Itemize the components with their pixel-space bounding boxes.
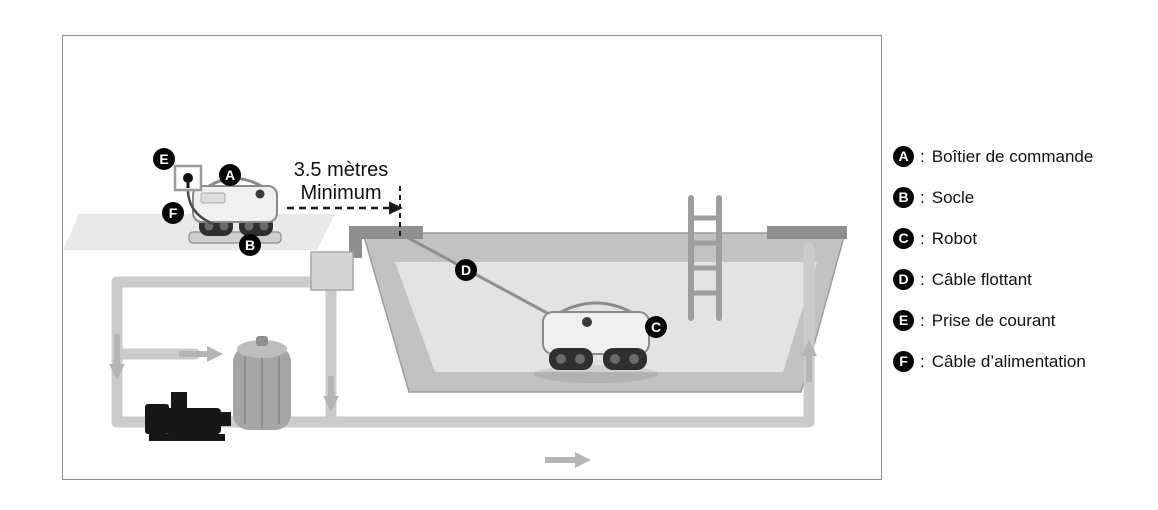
measurement-text-line2: Minimum xyxy=(300,182,381,204)
skimmer-box xyxy=(310,251,354,291)
measurement: 3.5 mètres Minimum xyxy=(287,159,403,238)
svg-text:E: E xyxy=(159,151,168,167)
legend-item-a: A : Boîtier de commande xyxy=(893,146,1155,167)
robot-in-pool xyxy=(534,301,658,383)
legend-item-d: D : Câble flottant xyxy=(893,269,1155,290)
legend-item-f: F : Câble d’alimentation xyxy=(893,351,1155,372)
legend-label-e: Prise de courant xyxy=(931,310,1056,330)
badge-B: B xyxy=(239,234,261,256)
floating-cable xyxy=(400,232,561,322)
legend-label-d: Câble flottant xyxy=(931,269,1032,289)
badge-E: E xyxy=(153,148,175,170)
flow-arrows xyxy=(109,334,817,468)
legend-label-f: Câble d’alimentation xyxy=(931,351,1086,371)
robot-on-deck xyxy=(188,177,282,244)
measurement-text-line1: 3.5 mètres xyxy=(294,159,388,181)
pool-robot-track-right xyxy=(603,348,647,370)
diagram-frame: 3.5 mètres Minimum E A F xyxy=(62,35,882,480)
pool-robot-track-left xyxy=(549,348,593,370)
plug xyxy=(183,173,193,183)
control-box-knob xyxy=(255,189,265,199)
legend-label-c: Robot xyxy=(931,228,978,248)
legend-label-a: Boîtier de commande xyxy=(931,146,1094,166)
badge-D: D xyxy=(455,259,477,281)
pool-coping-left-corner xyxy=(349,226,362,258)
svg-text:D: D xyxy=(461,262,471,278)
measurement-arrowhead xyxy=(389,201,403,215)
legend-separator: : xyxy=(920,351,925,371)
svg-text:B: B xyxy=(245,237,255,253)
legend-separator: : xyxy=(920,310,925,330)
pool-coping-right xyxy=(767,226,847,239)
pool-installation-diagram: 3.5 mètres Minimum E A F xyxy=(63,148,847,468)
legend: A : Boîtier de commande B : Socle C : Ro… xyxy=(893,146,1155,392)
legend-badge-e: E xyxy=(893,310,914,331)
legend-badge-b: B xyxy=(893,187,914,208)
svg-text:A: A xyxy=(225,167,235,183)
badge-A: A xyxy=(219,164,241,186)
legend-badge-c: C xyxy=(893,228,914,249)
legend-badge-f: F xyxy=(893,351,914,372)
pool-robot-body xyxy=(542,311,650,355)
robot-body xyxy=(192,185,278,223)
legend-separator: : xyxy=(920,228,925,248)
legend-label-b: Socle xyxy=(931,187,975,207)
legend-separator: : xyxy=(920,187,925,207)
legend-separator: : xyxy=(920,146,925,166)
badge-F: F xyxy=(162,202,184,224)
svg-text:F: F xyxy=(169,205,178,221)
pool-robot-handle xyxy=(560,301,632,314)
legend-separator: : xyxy=(920,269,925,289)
pump xyxy=(145,392,231,441)
filter-tank xyxy=(233,336,291,430)
legend-item-b: B : Socle xyxy=(893,187,1155,208)
diagram-badges: E A F B D xyxy=(153,148,667,338)
legend-item-e: E : Prise de courant xyxy=(893,310,1155,331)
badge-C: C xyxy=(645,316,667,338)
svg-text:C: C xyxy=(651,319,661,335)
legend-badge-a: A xyxy=(893,146,914,167)
power-outlet-group xyxy=(173,164,214,226)
pool-ladder xyxy=(688,195,722,321)
legend-item-c: C : Robot xyxy=(893,228,1155,249)
legend-badge-d: D xyxy=(893,269,914,290)
